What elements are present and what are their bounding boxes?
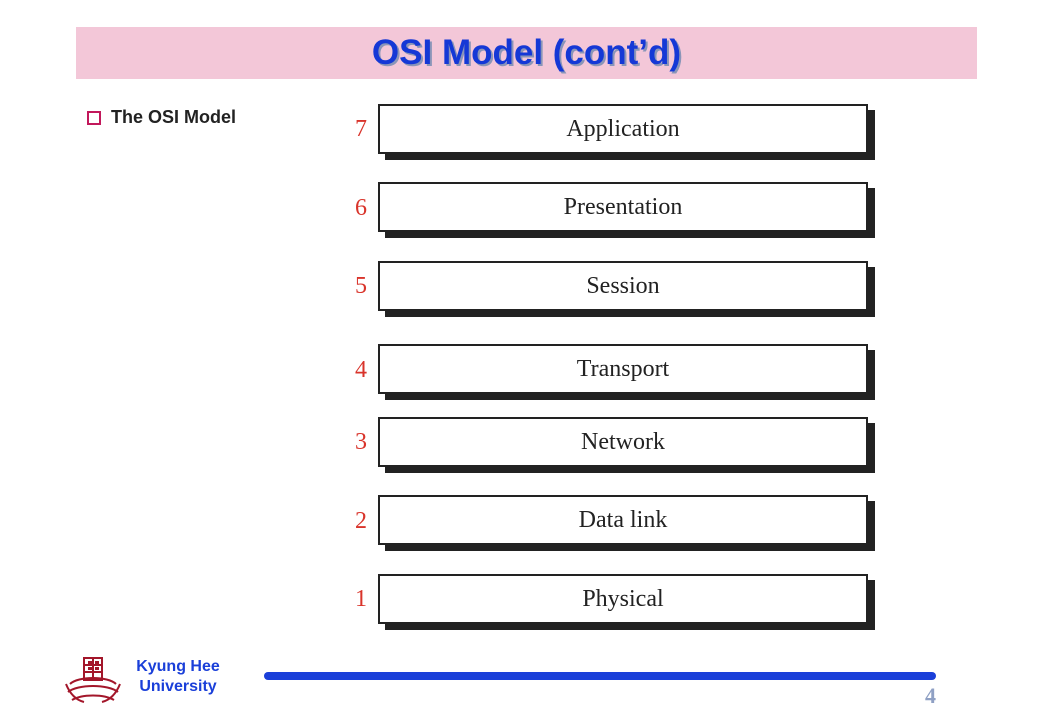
hollow-square-bullet-icon — [87, 110, 101, 125]
layer-number: 3 — [355, 429, 367, 455]
layer-number: 5 — [355, 273, 367, 299]
university-name-line2: University — [139, 678, 217, 695]
layer-number: 7 — [355, 116, 367, 142]
layer-box-network: Network — [378, 417, 868, 467]
layer-label: Data link — [578, 506, 668, 533]
title-bar: OSI Model (cont’d) — [76, 27, 977, 79]
layer-label: Physical — [582, 585, 664, 612]
layer-label: Application — [566, 115, 680, 142]
layer-label: Session — [586, 272, 660, 299]
layer-box-application: Application — [378, 104, 868, 154]
bullet-text: The OSI Model — [111, 107, 237, 127]
university-name-line1: Kyung Hee — [136, 658, 220, 675]
university-name: Kyung Hee University — [118, 657, 238, 697]
footer-divider — [264, 672, 936, 680]
layer-box-transport: Transport — [378, 344, 868, 394]
layer-number: 6 — [355, 195, 367, 221]
layer-box-presentation: Presentation — [378, 182, 868, 232]
layer-box-session: Session — [378, 261, 868, 311]
layer-label: Network — [581, 428, 665, 455]
kyung-hee-university-logo-icon — [65, 657, 121, 703]
layer-number: 1 — [355, 586, 367, 612]
bullet-item: The OSI Model — [87, 107, 236, 128]
slide-title: OSI Model (cont’d) — [371, 33, 682, 72]
layer-number: 4 — [355, 357, 367, 383]
layer-label: Transport — [576, 355, 670, 382]
page-number: 4 — [925, 683, 936, 708]
layer-box-data-link: Data link — [378, 495, 868, 545]
layer-label: Presentation — [563, 193, 683, 220]
layer-box-physical: Physical — [378, 574, 868, 624]
layer-number: 2 — [355, 508, 367, 534]
